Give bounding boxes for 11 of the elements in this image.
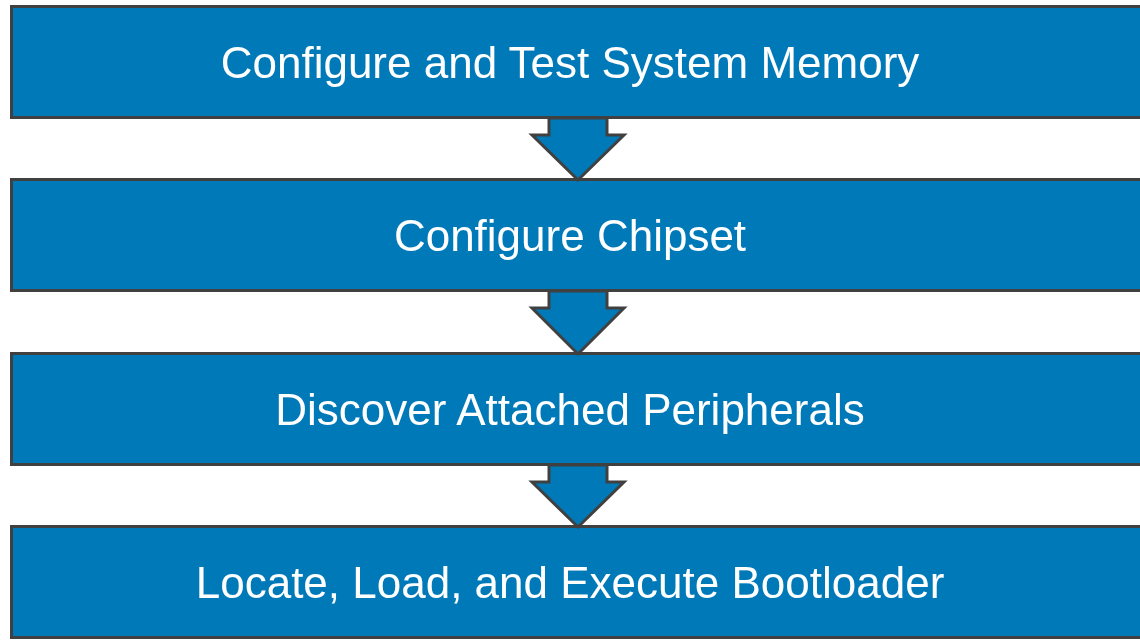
process-box <box>10 178 1140 292</box>
block-arrow <box>528 116 628 183</box>
process-box <box>10 525 1140 639</box>
step-text: Locate, Load, and Execute Bootloader <box>195 556 946 609</box>
process-box <box>10 5 1140 119</box>
process-box <box>10 352 1140 466</box>
block-arrow <box>528 463 628 530</box>
step-text: Configure Chipset <box>393 209 748 262</box>
step-text: Configure and Test System Memory <box>220 36 921 89</box>
step-text: Discover Attached Peripherals <box>275 383 866 436</box>
block-arrow <box>528 289 628 357</box>
